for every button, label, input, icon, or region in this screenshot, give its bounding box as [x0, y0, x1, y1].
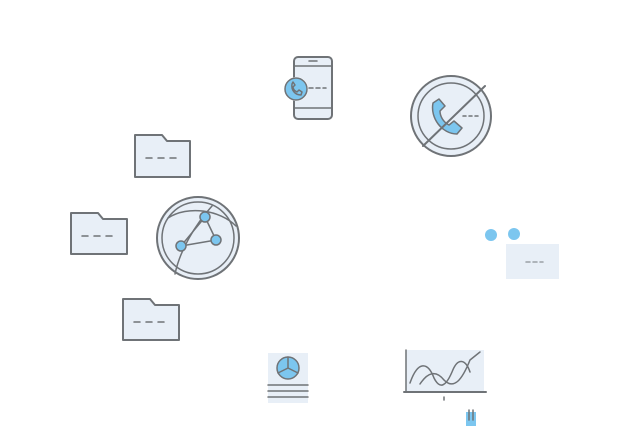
analytics-board-icon — [403, 349, 487, 426]
smartphone-call-icon — [284, 56, 333, 120]
folder-icon — [134, 134, 191, 178]
chat-bubbles-icon — [485, 228, 559, 279]
folder-icon — [70, 212, 128, 255]
no-call-icon — [410, 75, 492, 157]
folder-icon — [122, 298, 180, 341]
report-document-icon — [267, 353, 309, 403]
globe-network-icon — [156, 196, 240, 280]
